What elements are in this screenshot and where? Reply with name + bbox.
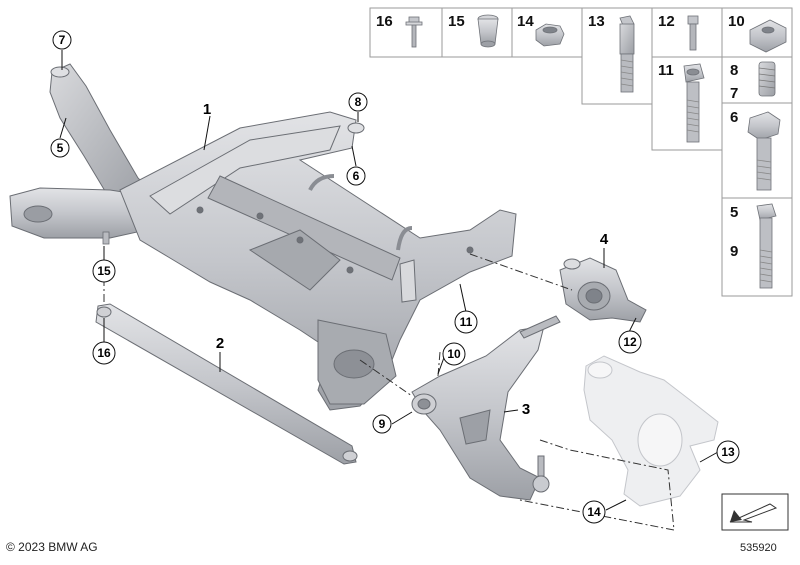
table-number-11: 11 [658, 62, 674, 79]
callout-13-label: 13 [721, 445, 735, 459]
nut-14-image [535, 23, 565, 47]
table-number-15: 15 [448, 13, 465, 30]
callout-14-label: 14 [587, 505, 601, 519]
callout-11: 11 [454, 310, 478, 334]
tension-strut-image [95, 303, 358, 465]
callout-14: 14 [582, 500, 606, 524]
callout-3: 3 [522, 401, 530, 418]
bolt-12-image [687, 15, 699, 51]
image-number: 535920 [740, 542, 777, 554]
callout-7: 7 [52, 30, 72, 50]
nut-15-image [477, 14, 499, 48]
callout-9-label: 9 [379, 417, 386, 431]
nut-10-image [749, 19, 787, 53]
sleeve-8-7-image [758, 61, 776, 97]
table-number-10: 10 [728, 13, 745, 30]
callout-11-label: 11 [460, 315, 473, 329]
table-number-6: 6 [730, 109, 738, 126]
table-number-9: 9 [730, 243, 738, 260]
parts-table [369, 7, 793, 297]
table-number-8: 8 [730, 62, 738, 79]
table-cell-5-9 [721, 197, 793, 297]
front-axle-carrier-image [9, 63, 517, 411]
callout-4: 4 [600, 231, 609, 248]
control-arm-image [411, 315, 561, 501]
callout-13: 13 [716, 440, 740, 464]
callout-16-label: 16 [97, 346, 111, 360]
callout-2-label: 2 [216, 335, 224, 352]
callout-7-label: 7 [59, 33, 66, 47]
callout-1: 1 [203, 101, 211, 118]
callout-6: 6 [346, 166, 366, 186]
callout-8-label: 8 [355, 95, 362, 109]
table-number-5: 5 [730, 204, 738, 221]
callout-9: 9 [372, 414, 392, 434]
wheel-knuckle-image [583, 355, 719, 507]
bolt-16-image [405, 16, 423, 48]
direction-indicator [721, 493, 789, 531]
callout-1-label: 1 [203, 101, 211, 118]
callout-5-label: 5 [57, 141, 64, 155]
parts-table-numbers: 16 15 14 13 12 10 11 8 7 6 5 9 [376, 13, 745, 260]
arrow-icon [730, 510, 742, 522]
table-number-16: 16 [376, 13, 393, 30]
callout-3-label: 3 [522, 401, 530, 418]
bolt-15-image [102, 231, 110, 245]
table-number-12: 12 [658, 13, 675, 30]
callouts: 7 5 1 8 6 15 16 2 11 [50, 30, 740, 524]
table-number-14: 14 [517, 13, 534, 30]
callout-12: 12 [618, 330, 642, 354]
bolt-5-9-image [756, 203, 777, 289]
callout-8: 8 [348, 92, 368, 112]
callout-10: 10 [442, 342, 466, 366]
callout-15-label: 15 [97, 264, 111, 278]
callout-15: 15 [92, 259, 116, 283]
callout-5: 5 [50, 138, 70, 158]
bolt-13-image [619, 15, 635, 93]
fastener-images [405, 14, 787, 289]
callout-16: 16 [92, 341, 116, 365]
callout-2: 2 [216, 335, 224, 352]
bolt-11-image [683, 63, 705, 143]
callout-6-label: 6 [353, 169, 360, 183]
callout-12-label: 12 [623, 335, 637, 349]
table-number-7: 7 [730, 85, 738, 102]
copyright-text: © 2023 BMW AG [6, 540, 98, 554]
callout-10-label: 10 [447, 347, 461, 361]
table-number-13: 13 [588, 13, 605, 30]
bolt-6-image [747, 111, 781, 191]
rubber-mount-image [559, 257, 647, 323]
callout-4-label: 4 [600, 231, 609, 248]
